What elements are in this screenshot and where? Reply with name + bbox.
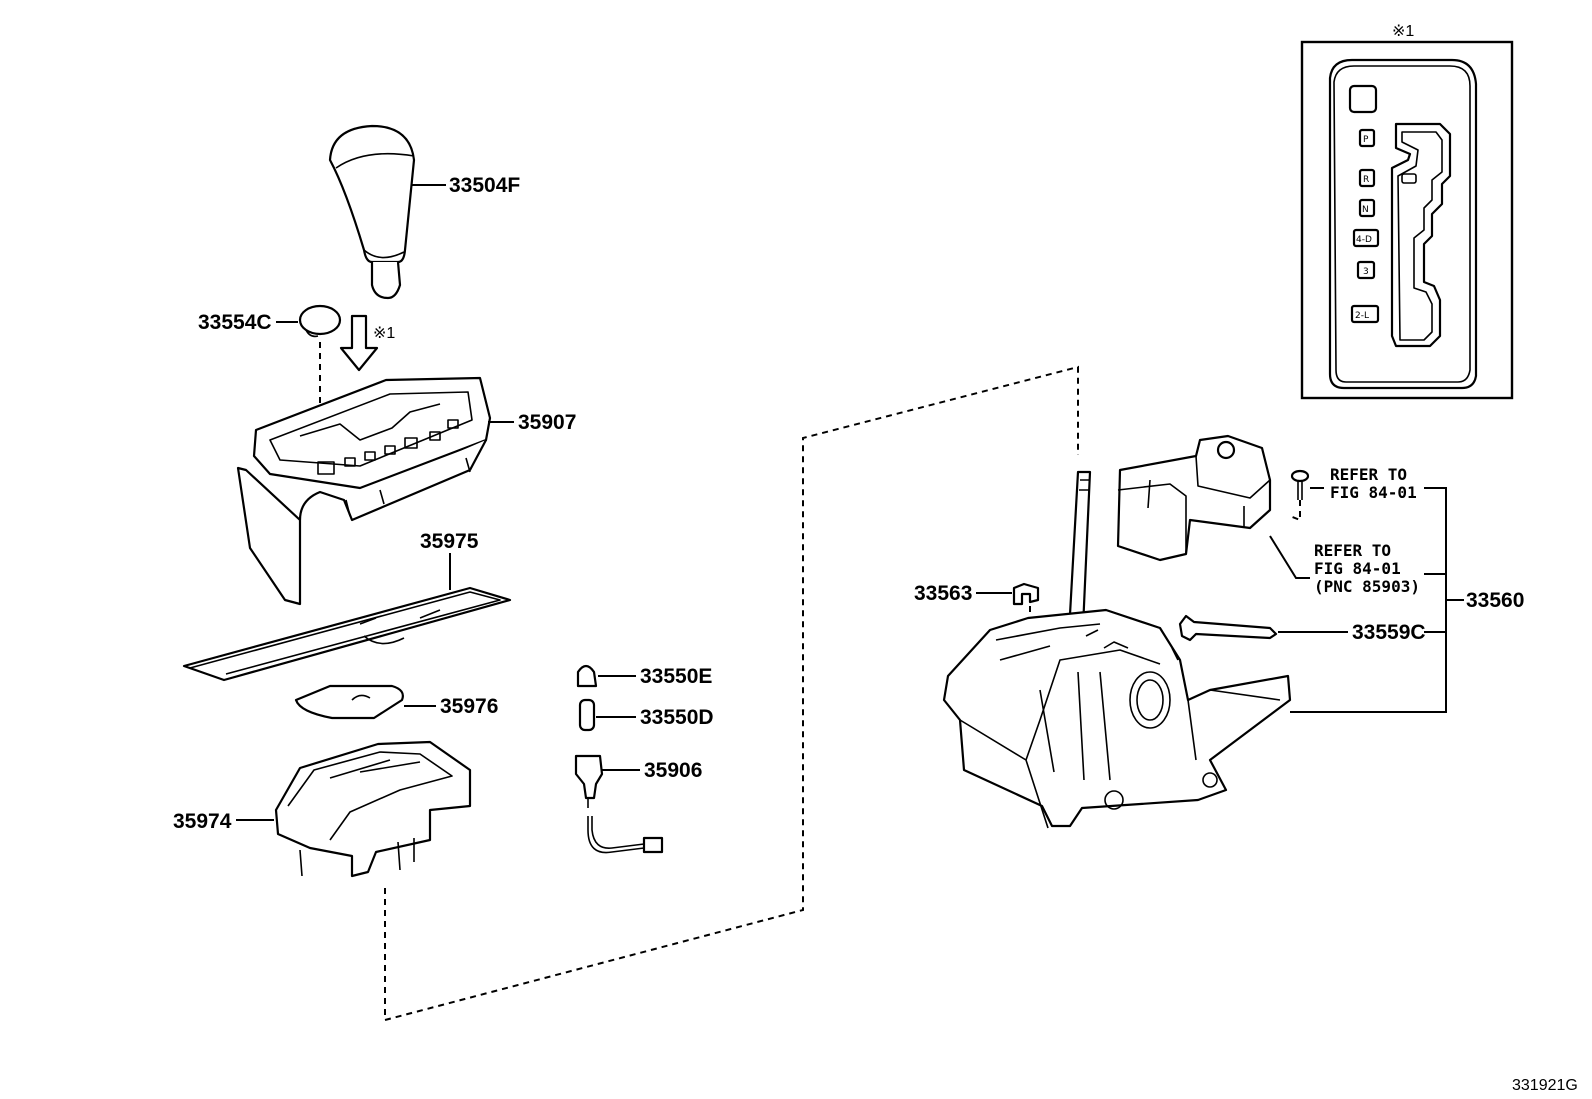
part-label-33554c: 33554C [198,311,272,334]
gate-indicator-small [1401,173,1417,184]
gate-2l-box [1350,304,1380,324]
refer-upper-line2: FIG 84-01 [1330,483,1417,502]
refer-lower-line1: REFER TO [1314,541,1391,560]
part-label-35907: 35907 [518,411,576,434]
indicator-housing-35907 [236,376,492,606]
slider-base-35974 [274,740,472,878]
bracket-33560 [1290,487,1464,713]
clip-33563 [1012,582,1040,606]
gate-detail-plate [1328,58,1478,390]
gate-4d-label: 4-D [1356,235,1372,245]
bulb-33550d [578,698,596,732]
gate-p-label: P [1363,135,1369,145]
gate-4d-box [1352,228,1380,248]
gate-position-labels: P R N 4-D 3 2-L [1350,128,1417,324]
refer-lower-line3: (PNC 85903) [1314,577,1420,596]
gate-3-label: 3 [1363,267,1369,277]
gate-3-box [1356,260,1376,280]
part-label-33559c: 33559C [1352,621,1426,644]
gate-detail-mark: ※1 [1392,23,1414,40]
view-arrow [339,314,379,372]
part-label-33550d: 33550D [640,706,714,729]
part-label-35974: 35974 [173,810,232,833]
leader-refer-lower [1269,535,1310,579]
plate-35976 [294,684,404,720]
cap-33554c [298,304,342,338]
part-label-33504f: 33504F [449,174,520,197]
part-label-35975: 35975 [420,530,479,553]
shift-knob-33504f [328,124,416,300]
gate-r-box [1358,168,1376,188]
screw [1290,469,1310,500]
bulb-cover-33550e [576,664,598,688]
gate-p-box [1358,128,1376,148]
part-label-35976: 35976 [440,695,498,718]
part-label-33550e: 33550E [640,665,712,688]
part-label-33560: 33560 [1466,589,1524,612]
figure-id: 331921G [1512,1077,1578,1094]
refer-lower-line2: FIG 84-01 [1314,559,1401,578]
shift-lock-block [1116,434,1272,562]
gate-r-label: R [1363,175,1369,185]
view-arrow-mark: ※1 [373,325,395,342]
gate-n-box [1358,198,1376,218]
gate-n-label: N [1362,205,1369,215]
refer-upper-line1: REFER TO [1330,465,1407,484]
dashed-guide-screw [1289,500,1301,522]
part-label-35906: 35906 [644,759,702,782]
group-dashed-outline [384,365,1079,1022]
shift-lever-assembly-33560 [942,470,1292,829]
socket-wire-35906 [574,754,664,854]
slide-plate-35975 [182,586,512,682]
gate-2l-label: 2-L [1355,311,1369,321]
part-label-33563: 33563 [914,582,972,605]
lock-lever-33559c [1178,614,1278,642]
